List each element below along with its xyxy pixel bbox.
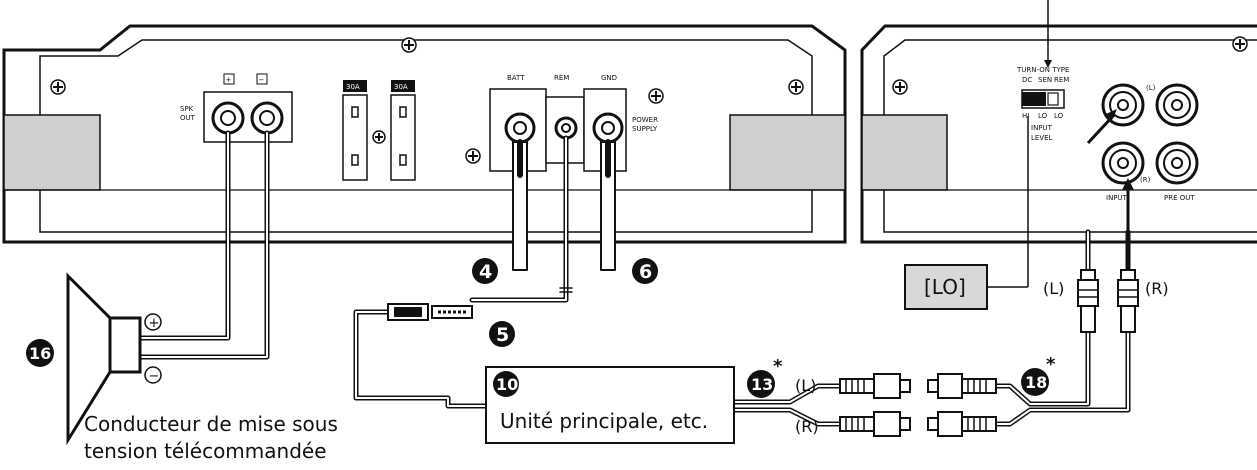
svg-text:−: −	[149, 369, 160, 384]
caption-line1: Conducteur de mise sous	[84, 412, 338, 436]
screw-icon	[465, 148, 481, 164]
rca-right-label: (R)	[1140, 176, 1151, 184]
callout-13: 13 *	[747, 356, 783, 398]
amplifier-left-inner-panel	[39, 39, 813, 233]
label-right-upper: (R)	[1145, 279, 1169, 298]
svg-text:*: *	[1046, 354, 1056, 375]
lo-box: [LO]	[904, 116, 1029, 310]
spk-out-label-line2: OUT	[180, 114, 196, 122]
input-level-option: HI	[1022, 112, 1029, 120]
svg-text:30A: 30A	[394, 83, 408, 91]
input-level-option: LO	[1038, 112, 1048, 120]
batt-terminal	[504, 112, 536, 144]
screw-icon	[372, 130, 386, 144]
svg-text:4: 4	[479, 261, 492, 283]
turn-on-type-title: TURN-ON TYPE	[1016, 66, 1069, 74]
rca-input-right-jack	[1101, 141, 1145, 185]
rem-terminal	[554, 116, 578, 140]
input-level-option: LO	[1054, 112, 1064, 120]
svg-text:18: 18	[1025, 373, 1047, 392]
rca-plug-right	[1117, 269, 1139, 333]
screw-icon	[788, 79, 804, 95]
svg-text:+: +	[149, 316, 160, 331]
svg-text:6: 6	[639, 261, 652, 283]
screw-icon	[401, 37, 417, 53]
label-right-lower: (R)	[795, 417, 819, 436]
lo-box-label: [LO]	[924, 275, 966, 299]
spk-out-terminal-minus	[250, 101, 284, 135]
heatsink-right	[729, 114, 846, 191]
rca-input-label: INPUT	[1106, 194, 1128, 202]
heatsink-left	[3, 114, 101, 191]
svg-text:13: 13	[751, 375, 773, 394]
screw-icon	[648, 88, 664, 104]
amplifier-right: TURN-ON TYPE DC SEN REM HI LO LO INPUT L…	[860, 0, 1257, 244]
head-unit-box: Unité principale, etc.	[485, 366, 735, 444]
spk-out-label-line1: SPK	[180, 105, 194, 113]
batt-label: BATT	[507, 74, 525, 82]
callout-5: 5	[489, 321, 515, 347]
gnd-terminal	[592, 112, 624, 144]
rem-label: REM	[554, 74, 569, 82]
fuse-2: 30A	[390, 80, 416, 181]
turn-on-option: SEN	[1038, 76, 1052, 84]
callout-10: 10	[493, 371, 519, 397]
svg-text:5: 5	[496, 324, 509, 346]
amplifier-left: SPK OUT + − 30A 30A B	[2, 24, 847, 244]
heatsink-right-amp	[861, 114, 948, 191]
screw-icon	[50, 79, 66, 95]
input-level-label-line1: INPUT	[1031, 124, 1053, 132]
power-supply-label-line2: SUPPLY	[632, 125, 658, 133]
caption-line2: tension télécommandée	[84, 439, 327, 463]
callout-18: 18 *	[1021, 354, 1056, 396]
svg-text:30A: 30A	[346, 83, 360, 91]
remote-connector	[387, 303, 473, 321]
svg-text:16: 16	[29, 344, 51, 363]
callout-16: 16	[26, 339, 54, 367]
rca-left-label: (L)	[1146, 84, 1156, 92]
rca-preout-right-jack	[1155, 141, 1199, 185]
fuse-1: 30A	[342, 80, 368, 181]
rca-coupler-right	[839, 411, 997, 437]
rca-input-left-jack	[1101, 83, 1145, 127]
rca-preout-label: PRE OUT	[1164, 194, 1195, 202]
amplifier-left-body	[2, 24, 847, 244]
screw-icon	[1232, 36, 1248, 52]
svg-text:10: 10	[496, 375, 518, 394]
cables	[137, 130, 1131, 427]
label-left-lower: (L)	[795, 376, 816, 395]
speaker-icon	[66, 272, 142, 446]
svg-text:*: *	[773, 356, 783, 377]
input-level-label-line2: LEVEL	[1031, 134, 1053, 142]
spk-out-minus: −	[259, 76, 265, 84]
rca-coupler-left	[839, 373, 997, 399]
gnd-label: GND	[601, 74, 617, 82]
spk-out-plus: +	[226, 76, 232, 84]
callout-6: 6	[632, 258, 658, 284]
turn-on-option: DC	[1022, 76, 1032, 84]
turn-on-option: REM	[1054, 76, 1069, 84]
amplifier-right-body	[860, 24, 1257, 244]
power-supply-label-line1: POWER	[632, 116, 658, 124]
spk-out-terminal-plus	[211, 101, 245, 135]
label-left-upper: (L)	[1043, 279, 1064, 298]
speaker-minus: −	[144, 366, 162, 384]
screw-icon	[892, 79, 908, 95]
callout-4: 4	[472, 258, 498, 284]
rca-plug-left	[1077, 269, 1099, 333]
head-unit-label: Unité principale, etc.	[500, 409, 708, 433]
speaker-plus: +	[144, 313, 162, 331]
rca-preout-left-jack	[1155, 83, 1199, 127]
